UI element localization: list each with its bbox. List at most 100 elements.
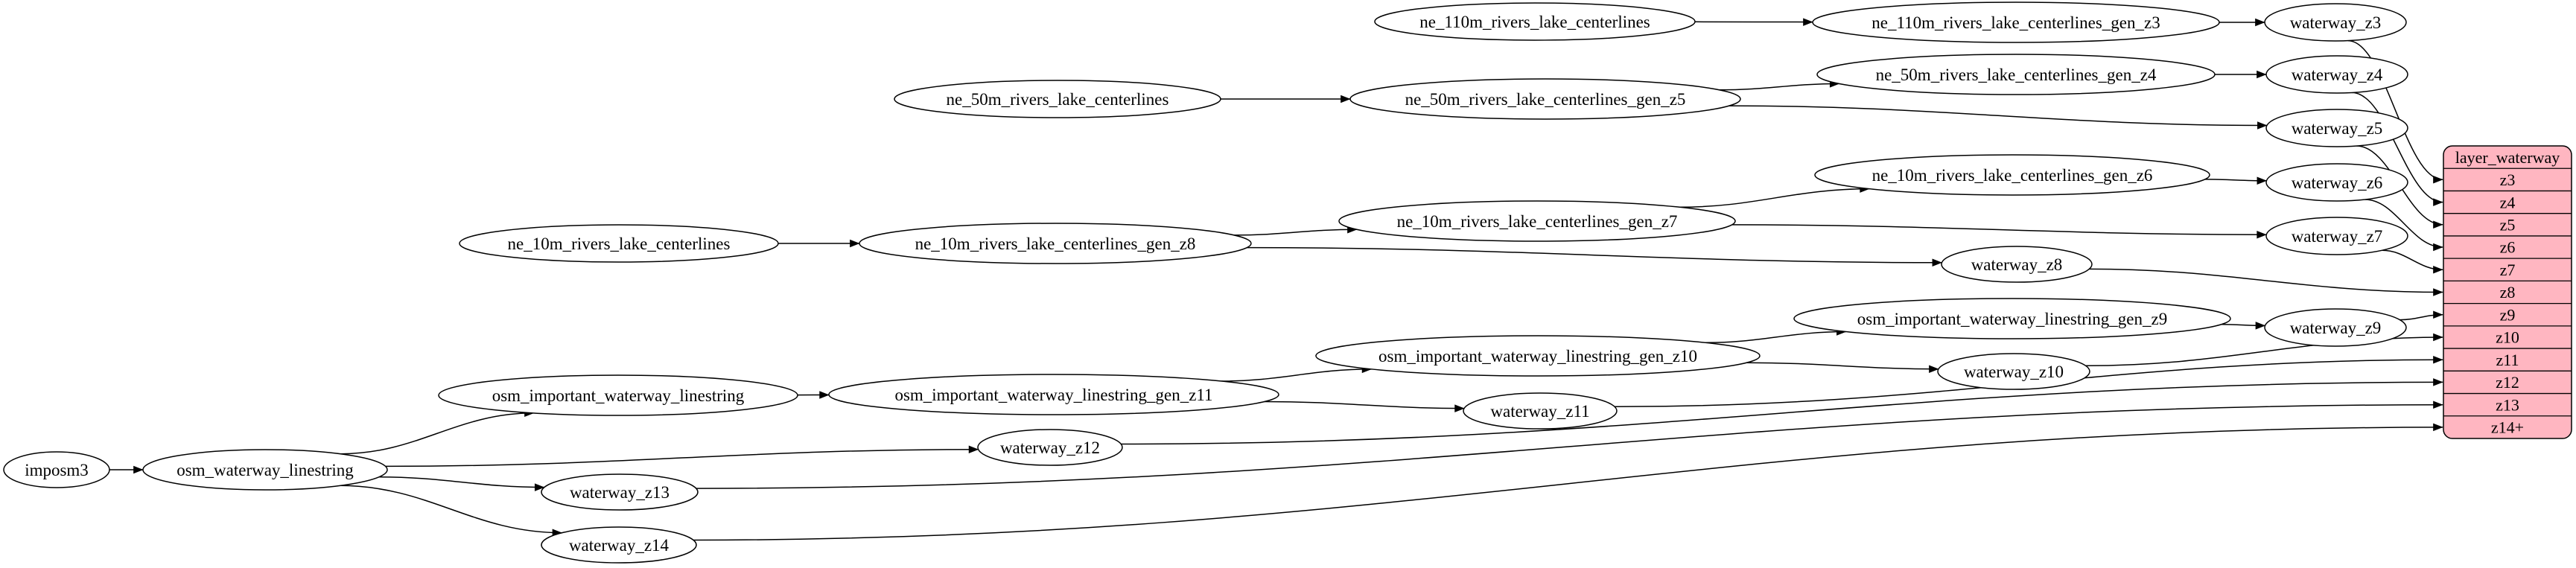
node-label-waterway_z5: waterway_z5 <box>2292 119 2383 138</box>
node-label-ne_10m_rivers_lake_centerlines_gen_z6: ne_10m_rivers_lake_centerlines_gen_z6 <box>1872 166 2153 185</box>
node-ne_50m_rivers_lake_centerlines_gen_z4: ne_50m_rivers_lake_centerlines_gen_z4 <box>1816 54 2216 95</box>
node-shape-osm_important_waterway_linestring_gen_z9 <box>1793 298 2231 339</box>
node-waterway_z10: waterway_z10 <box>1937 353 2090 390</box>
record-row-z6: z6 <box>2500 238 2516 257</box>
node-shape-ne_50m_rivers_lake_centerlines_gen_z4 <box>1816 54 2216 95</box>
node-shape-osm_waterway_linestring <box>142 449 388 491</box>
node-waterway_z12: waterway_z12 <box>977 429 1123 466</box>
node-ne_110m_rivers_lake_centerlines_gen_z3: ne_110m_rivers_lake_centerlines_gen_z3 <box>1812 1 2220 43</box>
node-shape-ne_110m_rivers_lake_centerlines <box>1374 2 1696 41</box>
node-shape-ne_10m_rivers_lake_centerlines_gen_z7 <box>1338 200 1736 242</box>
node-osm_important_waterway_linestring_gen_z10: osm_important_waterway_linestring_gen_z1… <box>1315 335 1761 377</box>
node-ne_50m_rivers_lake_centerlines: ne_50m_rivers_lake_centerlines <box>894 80 1221 118</box>
node-label-osm_important_waterway_linestring_gen_z11: osm_important_waterway_linestring_gen_z1… <box>894 386 1212 404</box>
node-ne_10m_rivers_lake_centerlines_gen_z6: ne_10m_rivers_lake_centerlines_gen_z6 <box>1814 154 2210 196</box>
node-waterway_z13: waterway_z13 <box>541 473 699 511</box>
edge-waterway_z3-to-layer_waterway-z3 <box>2347 39 2443 184</box>
node-label-waterway_z10: waterway_z10 <box>1964 363 2064 381</box>
record-row-z12: z12 <box>2496 373 2519 392</box>
record-row-z11: z11 <box>2496 351 2519 369</box>
node-shape-ne_110m_rivers_lake_centerlines_gen_z3 <box>1812 1 2220 43</box>
node-shape-waterway_z7 <box>2265 217 2408 255</box>
node-label-waterway_z9: waterway_z9 <box>2290 319 2382 337</box>
record-row-z7: z7 <box>2500 261 2516 279</box>
node-ne_50m_rivers_lake_centerlines_gen_z5: ne_50m_rivers_lake_centerlines_gen_z5 <box>1349 78 1741 120</box>
node-label-osm_important_waterway_linestring_gen_z9: osm_important_waterway_linestring_gen_z9 <box>1857 310 2167 328</box>
node-label-waterway_z4: waterway_z4 <box>2292 66 2383 84</box>
edge-ne_10m_rivers_lake_centerlines_gen_z7-to-waterway_z7 <box>1731 224 2267 239</box>
node-shape-waterway_z11 <box>1463 392 1618 430</box>
record-row-z9: z9 <box>2500 305 2516 324</box>
record-layer_waterway: layer_waterwayz3z4z5z6z7z8z9z10z11z12z13… <box>2443 145 2572 439</box>
node-shape-waterway_z4 <box>2265 55 2408 94</box>
node-osm_waterway_linestring: osm_waterway_linestring <box>142 449 388 491</box>
node-label-osm_waterway_linestring: osm_waterway_linestring <box>176 461 354 479</box>
node-waterway_z14: waterway_z14 <box>541 526 697 564</box>
record-row-z5: z5 <box>2500 216 2516 234</box>
node-shape-waterway_z6 <box>2265 163 2408 202</box>
node-shape-osm_important_waterway_linestring <box>438 374 798 416</box>
node-waterway_z7: waterway_z7 <box>2265 217 2408 255</box>
edge-waterway_z4-to-layer_waterway-z4 <box>2352 92 2443 206</box>
node-ne_110m_rivers_lake_centerlines: ne_110m_rivers_lake_centerlines <box>1374 2 1696 41</box>
node-shape-waterway_z8 <box>1941 246 2093 283</box>
node-label-ne_50m_rivers_lake_centerlines_gen_z5: ne_50m_rivers_lake_centerlines_gen_z5 <box>1405 90 1686 109</box>
node-label-ne_110m_rivers_lake_centerlines: ne_110m_rivers_lake_centerlines <box>1419 13 1650 31</box>
edge-waterway_z12-to-layer_waterway-z12 <box>1121 378 2443 445</box>
record-row-z8: z8 <box>2500 283 2516 301</box>
edge-osm_important_waterway_linestring_gen_z9-to-waterway_z9 <box>2221 322 2266 330</box>
node-shape-waterway_z13 <box>541 473 699 511</box>
node-label-imposm3: imposm3 <box>25 461 89 479</box>
edge-ne_10m_rivers_lake_centerlines_gen_z8-to-waterway_z8 <box>1247 246 1942 267</box>
node-label-ne_110m_rivers_lake_centerlines_gen_z3: ne_110m_rivers_lake_centerlines_gen_z3 <box>1871 13 2160 32</box>
edge-osm_important_waterway_linestring_gen_z10-to-osm_important_waterway_linestring_gen_z9 <box>1705 328 1847 344</box>
node-shape-waterway_z5 <box>2265 109 2408 147</box>
node-label-waterway_z11: waterway_z11 <box>1490 402 1589 421</box>
node-label-waterway_z13: waterway_z13 <box>570 483 670 502</box>
node-ne_10m_rivers_lake_centerlines: ne_10m_rivers_lake_centerlines <box>459 224 779 263</box>
edge-osm_waterway_linestring-to-waterway_z14 <box>340 485 563 537</box>
edge-ne_10m_rivers_lake_centerlines_gen_z8-to-ne_10m_rivers_lake_centerlines_gen_z7 <box>1233 225 1358 236</box>
record-row-z4: z4 <box>2500 193 2516 211</box>
edge-waterway_z14-to-layer_waterway-z14+ <box>693 423 2443 541</box>
record-row-z10: z10 <box>2496 328 2519 347</box>
edge-ne_50m_rivers_lake_centerlines_gen_z5-to-ne_50m_rivers_lake_centerlines_gen_z4 <box>1719 80 1840 91</box>
edge-layer <box>109 18 2443 541</box>
node-layer: imposm3 osm_waterway_linestring osm_import… <box>3 1 2408 564</box>
node-shape-ne_10m_rivers_lake_centerlines_gen_z6 <box>1814 154 2210 196</box>
node-label-ne_50m_rivers_lake_centerlines_gen_z4: ne_50m_rivers_lake_centerlines_gen_z4 <box>1876 66 2157 84</box>
node-osm_important_waterway_linestring_gen_z11: osm_important_waterway_linestring_gen_z1… <box>828 374 1279 415</box>
node-shape-waterway_z9 <box>2264 308 2407 347</box>
node-shape-ne_50m_rivers_lake_centerlines <box>894 80 1221 118</box>
record-row-z14+: z14+ <box>2491 418 2524 437</box>
node-label-ne_10m_rivers_lake_centerlines_gen_z8: ne_10m_rivers_lake_centerlines_gen_z8 <box>915 234 1196 253</box>
record-row-z3: z3 <box>2500 170 2516 189</box>
edge-ne_10m_rivers_lake_centerlines_gen_z7-to-ne_10m_rivers_lake_centerlines_gen_z6 <box>1680 185 1870 208</box>
node-waterway_z4: waterway_z4 <box>2265 55 2408 94</box>
edge-osm_important_waterway_linestring_gen_z11-to-osm_important_waterway_linestring_gen_z10 <box>1221 365 1373 382</box>
edge-osm_important_waterway_linestring_gen_z11-to-waterway_z11 <box>1264 401 1465 412</box>
node-label-osm_important_waterway_linestring: osm_important_waterway_linestring <box>492 386 745 405</box>
node-shape-ne_10m_rivers_lake_centerlines <box>459 224 779 263</box>
node-shape-waterway_z14 <box>541 526 697 564</box>
node-waterway_z3: waterway_z3 <box>2264 3 2407 42</box>
node-waterway_z9: waterway_z9 <box>2264 308 2407 347</box>
node-label-ne_10m_rivers_lake_centerlines: ne_10m_rivers_lake_centerlines <box>508 234 731 253</box>
node-waterway_z6: waterway_z6 <box>2265 163 2408 202</box>
node-shape-waterway_z3 <box>2264 3 2407 42</box>
edge-ne_50m_rivers_lake_centerlines_gen_z5-to-waterway_z5 <box>1729 105 2268 130</box>
edge-osm_waterway_linestring-to-osm_important_waterway_linestring <box>340 409 535 455</box>
node-shape-ne_10m_rivers_lake_centerlines_gen_z8 <box>859 223 1252 264</box>
node-label-waterway_z7: waterway_z7 <box>2292 227 2383 246</box>
node-label-waterway_z14: waterway_z14 <box>569 536 670 555</box>
node-ne_10m_rivers_lake_centerlines_gen_z8: ne_10m_rivers_lake_centerlines_gen_z8 <box>859 223 1252 264</box>
node-waterway_z11: waterway_z11 <box>1463 392 1618 430</box>
node-shape-ne_50m_rivers_lake_centerlines_gen_z5 <box>1349 78 1741 120</box>
node-shape-imposm3 <box>3 451 110 488</box>
record-body <box>2443 145 2572 439</box>
node-osm_important_waterway_linestring: osm_important_waterway_linestring <box>438 374 798 416</box>
node-shape-osm_important_waterway_linestring_gen_z11 <box>828 374 1279 415</box>
node-shape-osm_important_waterway_linestring_gen_z10 <box>1315 335 1761 377</box>
node-shape-waterway_z12 <box>977 429 1123 466</box>
